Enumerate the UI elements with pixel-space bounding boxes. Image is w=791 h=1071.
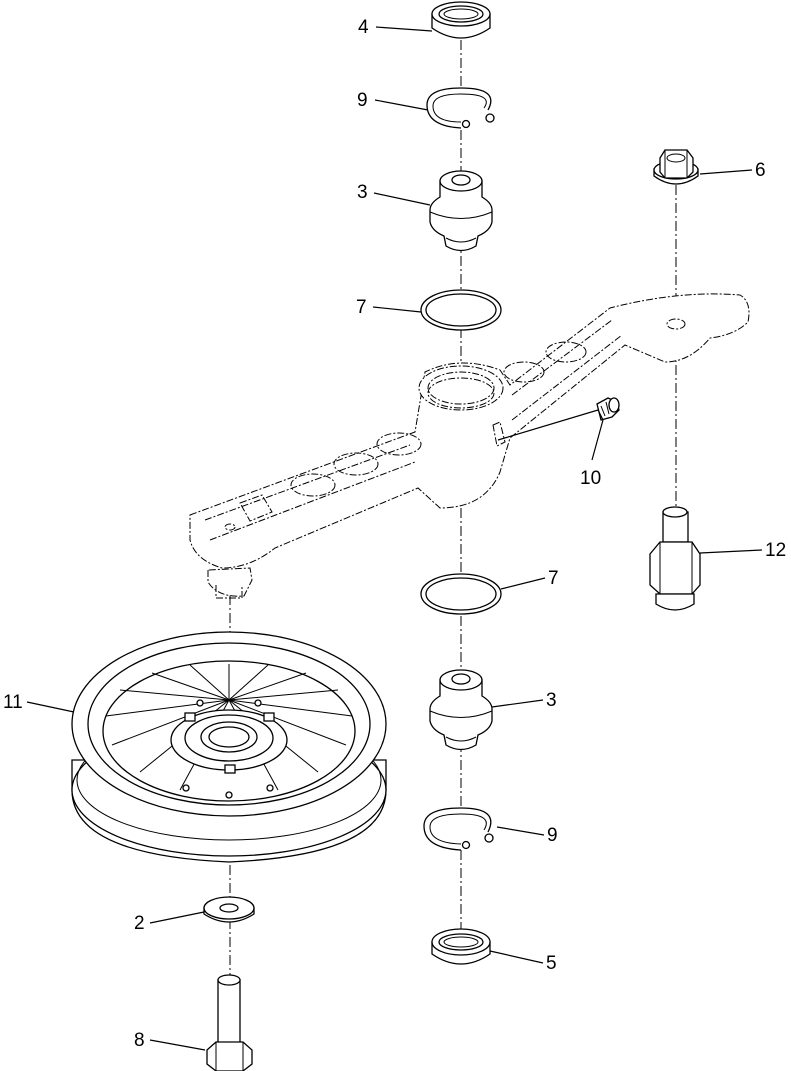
retaining-ring-lower bbox=[423, 807, 494, 851]
leader-lines bbox=[26, 26, 763, 1051]
seal-bottom bbox=[431, 928, 491, 965]
callout-11: 11 bbox=[3, 692, 23, 713]
callout-3-upper: 3 bbox=[357, 182, 368, 203]
o-ring-lower bbox=[420, 573, 502, 615]
callout-7-upper: 7 bbox=[356, 297, 367, 318]
grease-fitting bbox=[596, 397, 620, 421]
callout-4: 4 bbox=[358, 17, 369, 38]
callout-10: 10 bbox=[580, 468, 601, 489]
o-ring-upper bbox=[420, 289, 502, 331]
bolt bbox=[206, 974, 253, 1071]
lock-nut bbox=[653, 149, 699, 185]
retaining-ring-top bbox=[426, 87, 495, 129]
seal-top bbox=[431, 1, 491, 39]
callout-12: 12 bbox=[765, 540, 786, 561]
pivot-stud bbox=[649, 506, 701, 611]
bearing-upper bbox=[429, 170, 493, 252]
callout-2: 2 bbox=[134, 913, 145, 934]
callout-3-lower: 3 bbox=[546, 690, 557, 711]
idler-pulley bbox=[71, 631, 387, 863]
callout-5: 5 bbox=[546, 953, 557, 974]
idler-arm bbox=[189, 293, 750, 599]
callout-8: 8 bbox=[134, 1030, 145, 1051]
bearing-lower bbox=[429, 669, 493, 751]
callout-6: 6 bbox=[755, 160, 766, 181]
callout-9-lower: 9 bbox=[547, 825, 558, 846]
callout-labels: 4 9 3 6 7 10 12 7 11 3 9 2 5 8 bbox=[3, 17, 786, 1051]
callout-7-lower: 7 bbox=[548, 568, 559, 589]
callout-9-upper: 9 bbox=[357, 90, 368, 111]
washer bbox=[203, 896, 255, 923]
